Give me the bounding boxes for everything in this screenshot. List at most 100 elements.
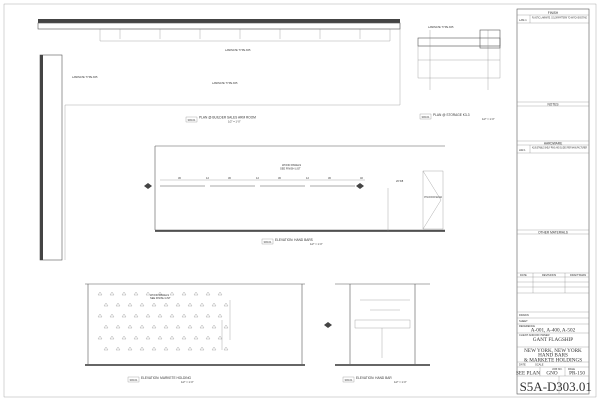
fixture-line-2: & MARKETE HOLDINGS xyxy=(524,358,582,364)
drawing-scale: 1/2" = 1'-0" xyxy=(482,117,495,121)
peg-mark xyxy=(187,346,193,351)
peg-mark xyxy=(151,302,157,307)
peg-mark xyxy=(145,291,151,296)
meta-label: PAGE xyxy=(568,367,575,371)
peg-mark xyxy=(115,346,121,351)
elevation-markete-holding: WOOD PANELS SEE FINISH LIST 303.01 ELEVA… xyxy=(85,283,305,384)
dimension: 30 xyxy=(178,176,181,180)
peg-mark xyxy=(199,302,205,307)
annotation: LAMINATE TYPE A55 xyxy=(72,75,98,79)
hardware-tag: HW-1 xyxy=(519,148,526,152)
section-marker-icon xyxy=(356,183,364,189)
peg-mark xyxy=(103,302,109,307)
finish-tag: LAM-1 xyxy=(519,18,527,22)
annotation: WOOD PANELS xyxy=(282,163,301,167)
peg-mark xyxy=(97,335,103,340)
drawing-tag xyxy=(185,116,198,123)
drawing-tag-label: 303.01 xyxy=(130,378,138,382)
peg-mark xyxy=(175,346,181,351)
peg-mark xyxy=(121,313,127,318)
revision-col-draftsman: DRAFTSMAN xyxy=(570,273,586,277)
reference-label: REFERENCE xyxy=(519,324,535,328)
dimension: 30 xyxy=(328,176,331,180)
peg-mark xyxy=(133,313,139,318)
peg-mark xyxy=(217,291,223,296)
fixture-line-1: HAND BARS xyxy=(538,353,568,359)
peg-mark xyxy=(175,324,181,329)
other-materials-header: OTHER MATERIALS xyxy=(538,230,568,234)
client-name: GANT FLAGSHIP xyxy=(533,337,574,343)
peg-mark xyxy=(109,335,115,340)
plan-wall-left xyxy=(39,54,63,261)
plan-storage: LAMINATE TYPE A55 303.01 PLAN @ STORAGE … xyxy=(417,25,501,121)
drawing-title: ELEVATION: MARKETE HOLDING xyxy=(141,376,192,380)
peg-mark xyxy=(157,291,163,296)
peg-mark xyxy=(181,335,187,340)
elevation-hand-bar-small: 303.01 ELEVATION: HAND BAR 1/2" = 1'-0" xyxy=(324,283,430,384)
peg-mark xyxy=(157,335,163,340)
notes-header: NOTES xyxy=(548,102,559,106)
peg-mark xyxy=(145,335,151,340)
peg-mark xyxy=(139,324,145,329)
dimension: 30 xyxy=(228,176,231,180)
peg-mark xyxy=(205,335,211,340)
annotation: LAMINATE TYPE A55 xyxy=(212,81,238,85)
peg-mark xyxy=(127,324,133,329)
peg-mark xyxy=(169,291,175,296)
drawing-tag-label: 303.01 xyxy=(264,240,272,244)
date-value: SEE PLAN xyxy=(516,371,540,377)
peg-mark xyxy=(97,313,103,318)
peg-mark xyxy=(151,324,157,329)
peg-mark xyxy=(133,335,139,340)
drawing-scale: 1/2" = 1'-0" xyxy=(310,242,323,246)
door xyxy=(422,170,444,230)
section-marker-icon xyxy=(144,183,152,189)
peg-mark xyxy=(211,346,217,351)
peg-mark xyxy=(223,302,229,307)
peg-mark xyxy=(103,346,109,351)
elevation-hand-bars: 30 12 30 12 30 12 30 40 20 5/8 WOOD PANE… xyxy=(144,145,445,246)
dimension: 20 5/8 xyxy=(396,179,404,183)
peg-mark xyxy=(103,324,109,329)
peg-mark xyxy=(139,346,145,351)
annotation: LAMINATE TYPE A55 xyxy=(428,25,454,29)
drawing-scale: 1/2" = 1'-0" xyxy=(181,380,194,384)
annotation: WOOD PANELS xyxy=(150,293,169,297)
sheet-code: S5A-D xyxy=(520,379,557,394)
drawing-title: PLAN @ STORAGE K3-3 xyxy=(433,113,470,117)
peg-mark xyxy=(223,324,229,329)
drawing-scale: 1/2" = 1'-0" xyxy=(394,380,407,384)
peg-mark xyxy=(133,291,139,296)
drawing-scale: 1/2" = 1'-0" xyxy=(228,120,241,124)
annotation: LAMINATE TYPE A55 xyxy=(225,48,251,52)
sheet-border xyxy=(3,3,597,398)
dimension: 12 xyxy=(206,176,209,180)
plan-main: LAMINATE TYPE A55 LAMINATE TYPE A55 LAMI… xyxy=(37,19,401,261)
plan-wall-top xyxy=(38,19,400,23)
drawing-title: ELEVATION: HAND BARS xyxy=(275,238,313,242)
peg-mark xyxy=(127,302,133,307)
hardware-header: HARDWARE xyxy=(544,141,562,145)
sheet-number: 303.01 xyxy=(556,379,592,394)
location: NEW YORK, NEW YORK xyxy=(524,348,582,354)
peg-mark xyxy=(115,302,121,307)
peg-mark xyxy=(175,302,181,307)
peg-mark xyxy=(127,346,133,351)
revision-col-date: DATE xyxy=(520,273,527,277)
annotation: SEE FINISH LIST xyxy=(150,296,171,300)
client-label: CLIENT AND/OR OWNER xyxy=(519,333,550,337)
scale-value: GNO xyxy=(546,371,557,377)
peg-mark xyxy=(169,313,175,318)
peg-mark xyxy=(217,335,223,340)
peg-mark xyxy=(139,302,145,307)
drawing-tag-label: 303.01 xyxy=(188,118,196,122)
peg-mark xyxy=(223,346,229,351)
meta-label: SCALE xyxy=(535,363,544,367)
peg-mark xyxy=(157,313,163,318)
peg-mark xyxy=(181,291,187,296)
finish-note: PLASTIC LAMINATE. COLOR/PATTERN TO MATCH… xyxy=(532,16,587,20)
dimension: 12 xyxy=(306,176,309,180)
peg-mark xyxy=(169,335,175,340)
dimension: 40 xyxy=(360,176,363,180)
